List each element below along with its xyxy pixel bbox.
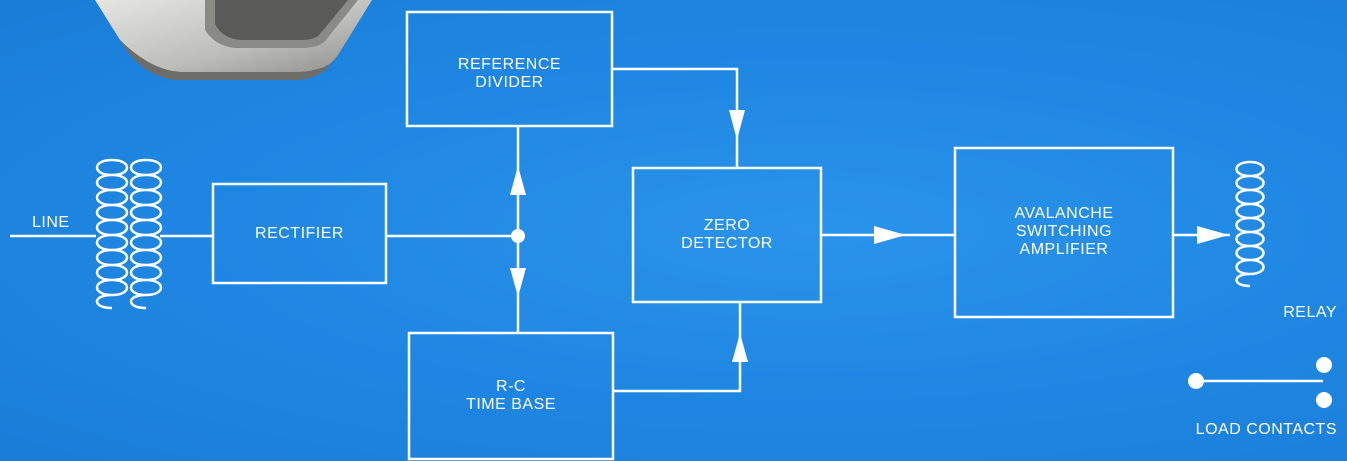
junction-dot (511, 229, 525, 243)
zero-detector-line1: ZERO (703, 217, 751, 234)
arrow-up-to-divider-icon (510, 166, 526, 195)
avalanche-amplifier-label: AVALANCHE SWITCHING AMPLIFIER (955, 205, 1173, 259)
relay-label: RELAY (1283, 304, 1337, 321)
transformer-primary-coil-icon (95, 158, 129, 310)
avalanche-amplifier-line1: AVALANCHE (1014, 205, 1114, 222)
rectifier-box (211, 182, 388, 285)
device-photo (95, 0, 372, 80)
divider-to-detector-wire (612, 67, 739, 168)
arrow-down-to-detector-icon (729, 110, 745, 140)
zero-detector-line2: DETECTOR (681, 235, 773, 252)
rc-time-base-box (407, 331, 615, 461)
relay-coil-icon (1235, 160, 1265, 288)
load-contact-lower-dot (1316, 392, 1332, 408)
rc-time-base-line2: TIME BASE (466, 396, 556, 413)
reference-divider-line2: DIVIDER (475, 74, 544, 91)
arrow-right-to-amplifier-icon (874, 226, 906, 244)
rc-time-base-line1: R-C (496, 378, 526, 395)
reference-divider-label: REFERENCE DIVIDER (407, 56, 612, 92)
avalanche-amplifier-line2: SWITCHING (1015, 223, 1113, 240)
line-label: LINE (32, 214, 70, 231)
timebase-to-detector-wire (613, 302, 742, 393)
transformer-secondary-coil-icon (129, 158, 163, 310)
rc-time-base-label: R-C TIME BASE (409, 378, 613, 414)
arrow-up-to-detector-icon (732, 333, 748, 362)
reference-divider-line1: REFERENCE (457, 56, 562, 73)
zero-detector-label: ZERO DETECTOR (633, 217, 821, 253)
load-contact-pivot-dot (1188, 373, 1204, 389)
load-contact-upper-dot (1316, 357, 1332, 373)
rectifier-label: RECTIFIER (255, 225, 344, 242)
arrow-right-to-relay-icon (1197, 226, 1229, 244)
arrow-down-to-timebase-icon (510, 268, 526, 297)
avalanche-amplifier-line3: AMPLIFIER (1019, 241, 1109, 258)
load-contacts-label: LOAD CONTACTS (1195, 421, 1337, 438)
avalanche-amplifier-box (953, 146, 1175, 319)
